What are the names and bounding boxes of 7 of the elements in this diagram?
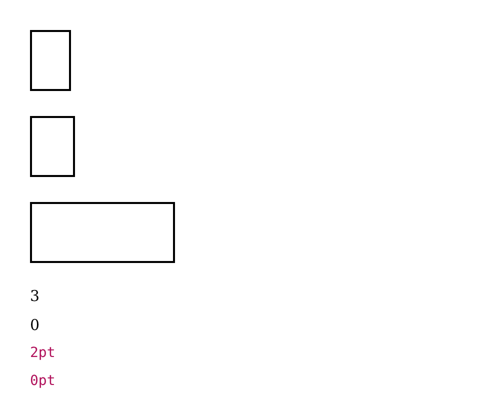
empty-box xyxy=(30,30,71,91)
number-label: 0 xyxy=(30,318,40,333)
number-label: 3 xyxy=(30,289,40,304)
empty-box xyxy=(30,202,175,263)
empty-box xyxy=(30,116,75,177)
code-label: 2pt xyxy=(30,346,56,360)
code-label: 0pt xyxy=(30,374,56,388)
